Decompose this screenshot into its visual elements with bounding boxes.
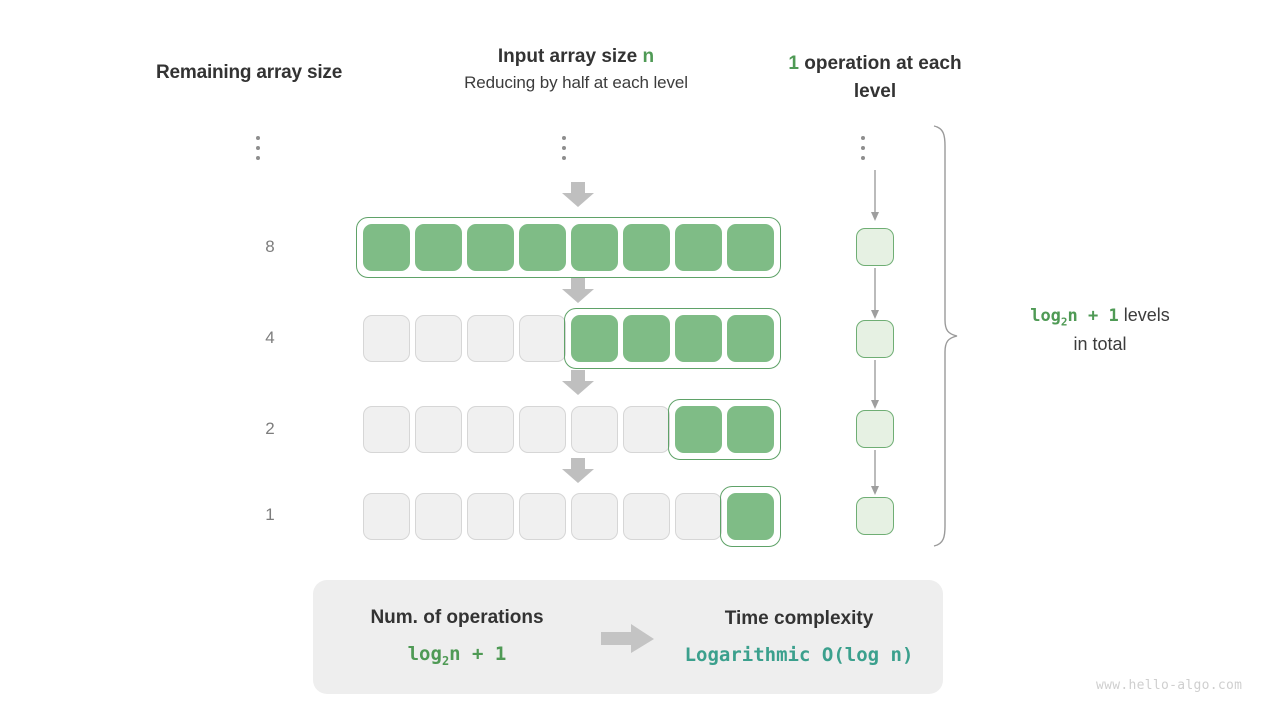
flow-arrow-icon <box>868 450 882 496</box>
dot-icon <box>861 136 865 140</box>
operation-cell <box>856 320 894 358</box>
header-input-array-subtitle: Reducing by half at each level <box>464 73 688 92</box>
summary-operations-column: Num. of operations log2n + 1 <box>313 580 601 694</box>
array-cell-inactive <box>415 406 462 453</box>
operation-cell <box>856 497 894 535</box>
levels-label-2: in total <box>1073 333 1127 354</box>
dot-icon <box>256 146 260 150</box>
levels-formula: log2n + 1 <box>1030 306 1119 329</box>
levels-label: levels <box>1123 305 1170 325</box>
right-arrow-icon <box>601 624 655 654</box>
array-cell-inactive <box>519 315 566 362</box>
row-label-4: 4 <box>265 328 275 347</box>
array-cell-inactive <box>467 493 514 540</box>
summary-operations-title: Num. of operations <box>370 606 544 628</box>
header-remaining-array-size: Remaining array size <box>156 62 343 83</box>
array-cell-active <box>727 406 774 453</box>
flow-arrow-icon <box>868 360 882 410</box>
array-cell-inactive <box>571 493 618 540</box>
array-cell-active <box>675 315 722 362</box>
active-segment-outline <box>668 399 781 460</box>
watermark: www.hello-algo.com <box>1096 678 1243 693</box>
array-cell-active <box>519 224 566 271</box>
array-cell-inactive <box>415 493 462 540</box>
row-label-1: 1 <box>265 505 275 524</box>
array-cell-inactive <box>519 493 566 540</box>
flow-arrow-icon <box>868 170 882 222</box>
array-cell-inactive <box>467 315 514 362</box>
flow-arrow-icon <box>868 268 882 320</box>
array-cell-inactive <box>675 493 722 540</box>
levels-total-note: log2n + 1 levels in total <box>975 302 1225 358</box>
down-arrow-icon <box>561 278 595 304</box>
array-cell-inactive <box>519 406 566 453</box>
header-operation-text: operation at each level <box>798 53 962 102</box>
down-arrow-icon <box>561 370 595 396</box>
array-cell-active <box>623 224 670 271</box>
header-operation-count: 1 <box>788 53 799 74</box>
array-cell-active <box>571 315 618 362</box>
header-input-array-size: Input array size n Reducing by half at e… <box>389 46 763 93</box>
row-label-8: 8 <box>265 237 275 256</box>
operation-cell <box>856 228 894 266</box>
array-cell-active <box>727 493 774 540</box>
array-cell-inactive <box>467 406 514 453</box>
header-operations-per-level: 1 operation at each level <box>780 50 970 105</box>
array-cell-inactive <box>363 406 410 453</box>
curly-brace-icon <box>930 124 964 548</box>
ellipsis-row-labels <box>256 136 260 160</box>
array-cell-inactive <box>571 406 618 453</box>
array-cell-active <box>363 224 410 271</box>
summary-panel: Num. of operations log2n + 1 Time comple… <box>313 580 943 694</box>
array-cell-active <box>467 224 514 271</box>
array-cell-inactive <box>363 315 410 362</box>
row-label-2: 2 <box>265 419 275 438</box>
active-segment-outline <box>356 217 781 278</box>
summary-complexity-title: Time complexity <box>724 608 874 629</box>
down-arrow-icon <box>561 458 595 484</box>
down-arrow-icon <box>561 182 595 208</box>
dot-icon <box>256 136 260 140</box>
ellipsis-ops-column <box>861 136 865 160</box>
dot-icon <box>256 156 260 160</box>
dot-icon <box>562 136 566 140</box>
array-cell-inactive <box>415 315 462 362</box>
dot-icon <box>861 156 865 160</box>
operation-cell <box>856 410 894 448</box>
array-cell-inactive <box>623 493 670 540</box>
array-cell-active <box>415 224 462 271</box>
summary-operations-value: log2n + 1 <box>407 642 507 668</box>
header-input-array-size-text: Input array size <box>497 46 643 67</box>
array-cell-active <box>727 315 774 362</box>
active-segment-outline <box>720 486 781 547</box>
summary-complexity-column: Time complexity Logarithmic O(log n) <box>655 580 943 694</box>
dot-icon <box>562 156 566 160</box>
dot-icon <box>562 146 566 150</box>
array-cell-inactive <box>623 406 670 453</box>
header-variable-n: n <box>642 46 655 67</box>
ellipsis-array-column <box>562 136 566 160</box>
array-cell-inactive <box>363 493 410 540</box>
summary-complexity-value: Logarithmic O(log n) <box>684 644 914 666</box>
active-segment-outline <box>564 308 781 369</box>
array-cell-active <box>623 315 670 362</box>
array-cell-active <box>675 224 722 271</box>
array-cell-active <box>571 224 618 271</box>
array-cell-active <box>675 406 722 453</box>
dot-icon <box>861 146 865 150</box>
array-cell-active <box>727 224 774 271</box>
